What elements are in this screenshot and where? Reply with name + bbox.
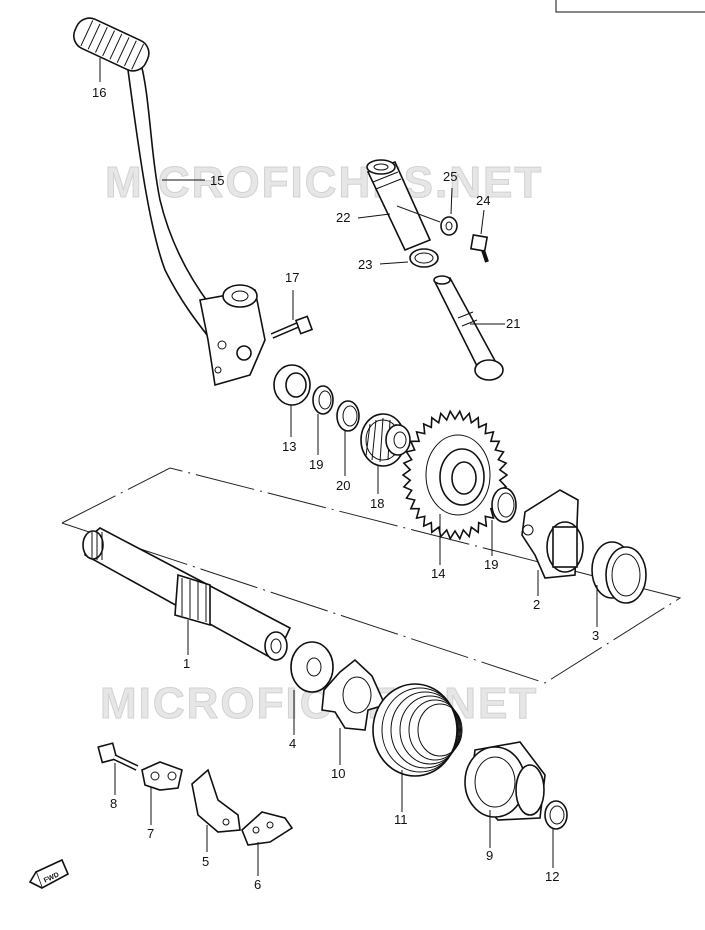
callout-18: 18 (370, 496, 384, 511)
callout-11: 11 (394, 812, 408, 827)
callout-5: 5 (202, 854, 209, 869)
kick-shaft-1 (82, 527, 292, 662)
return-spring-3 (591, 541, 647, 604)
callout-20: 20 (336, 478, 350, 493)
callout-12: 12 (545, 869, 559, 884)
ratchet-9 (464, 741, 546, 821)
callout-8: 8 (110, 796, 117, 811)
kick-gear-18 (360, 413, 411, 467)
bolt-24 (469, 233, 489, 263)
kick-grip (73, 17, 150, 72)
plate-7 (141, 761, 183, 791)
kick-lever-assembly (73, 17, 266, 387)
callout-9: 9 (486, 848, 493, 863)
callout-16: 16 (92, 85, 106, 100)
callout-25: 25 (443, 169, 457, 184)
callout-3: 3 (592, 628, 599, 643)
assembly-outline (61, 467, 682, 684)
pinch-bolt (270, 315, 314, 339)
watermark-top: MICROFICHES.NET (105, 158, 543, 207)
circlip-20 (336, 400, 360, 432)
kick-spring-11 (372, 683, 463, 777)
idler-gear-14 (401, 409, 509, 541)
callout-14: 14 (431, 566, 445, 581)
washer-19-a (312, 385, 334, 415)
callout-19-b: 19 (484, 557, 498, 572)
stopper-plate-10 (321, 658, 387, 731)
plate-6 (241, 811, 294, 846)
callout-1: 1 (183, 656, 190, 671)
leader-lines (99, 58, 598, 876)
callout-17: 17 (285, 270, 299, 285)
washer-25 (440, 216, 458, 236)
callout-13: 13 (282, 439, 296, 454)
bolt-8 (97, 742, 139, 771)
callout-24: 24 (476, 193, 490, 208)
title-box-corner (555, 0, 705, 13)
callout-22: 22 (336, 210, 350, 225)
kick-shaft-upper (366, 159, 441, 252)
callout-23: 23 (358, 257, 372, 272)
callout-19-a: 19 (309, 457, 323, 472)
bracket-5 (191, 768, 241, 833)
callout-7: 7 (147, 826, 154, 841)
callout-10: 10 (331, 766, 345, 781)
callout-21: 21 (506, 316, 520, 331)
washer-19-b (491, 487, 517, 523)
bearing-13 (273, 364, 311, 406)
callout-2: 2 (533, 597, 540, 612)
callout-4: 4 (289, 736, 296, 751)
kick-guide-2 (521, 489, 584, 579)
washer-4 (290, 641, 334, 693)
callout-15: 15 (210, 173, 224, 188)
washer-23 (409, 248, 439, 268)
fwd-arrow: FWD (28, 858, 70, 890)
kick-shaft-21 (433, 275, 504, 381)
callout-6: 6 (254, 877, 261, 892)
